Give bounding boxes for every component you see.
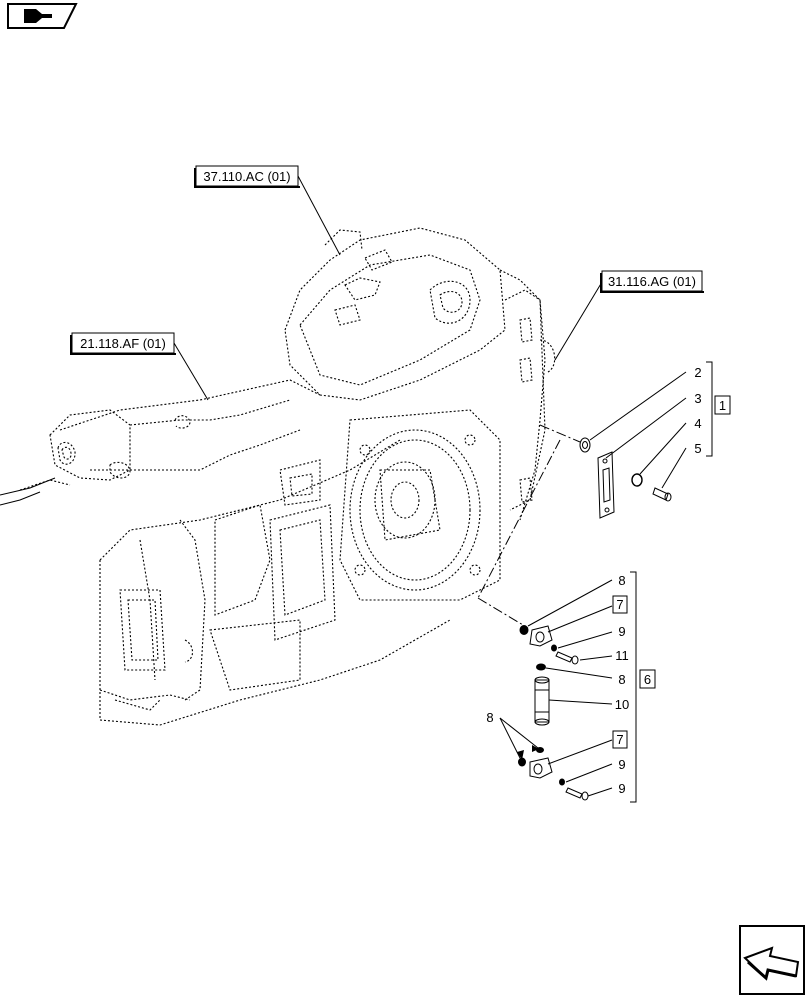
leader-line	[554, 281, 603, 361]
group-box-6[interactable]: 6	[639, 669, 656, 689]
group-bracket-6	[630, 571, 637, 803]
arrowhead	[532, 745, 539, 752]
group-box-7-top-label: 7	[616, 597, 623, 612]
leader-line	[173, 342, 209, 401]
part-7-connector-bottom	[529, 757, 553, 779]
callout-2: 2	[694, 365, 701, 380]
transmission-housing-drawing	[19, 227, 556, 726]
callout-leaders-lower	[499, 579, 613, 797]
part-7-connector-top	[529, 625, 553, 647]
arrowhead	[517, 750, 524, 760]
callout-11: 11	[615, 648, 629, 663]
group-box-7-bottom-label: 7	[616, 732, 623, 747]
ref-label-21-118-af[interactable]: 21.118.AF (01)	[70, 332, 176, 355]
group-bracket-1	[706, 361, 713, 457]
callout-3: 3	[694, 391, 701, 406]
part-8-o-ring-top	[519, 625, 529, 635]
part-11-bolt	[555, 651, 579, 665]
callout-leaders-upper	[589, 371, 687, 489]
book-navigation-icon[interactable]	[7, 3, 78, 29]
ref-label-text: 31.116.AG (01)	[608, 274, 696, 289]
connection-lines	[477, 424, 581, 629]
ref-label-text: 37.110.AC (01)	[203, 169, 290, 184]
group-box-7-bottom[interactable]: 7	[612, 730, 628, 749]
ref-label-text: 21.118.AF (01)	[80, 336, 166, 351]
group-box-7-top[interactable]: 7	[612, 595, 628, 614]
part-2-washer	[579, 437, 591, 453]
part-4-o-ring	[631, 473, 643, 487]
ref-label-31-116-ag[interactable]: 31.116.AG (01)	[600, 270, 704, 293]
part-8-o-ring-mid	[536, 663, 546, 671]
group-box-1[interactable]: 1	[714, 395, 731, 415]
callout-10: 10	[615, 697, 629, 712]
callout-8-mid: 8	[618, 672, 625, 687]
callout-4: 4	[694, 416, 701, 431]
callout-8-top: 8	[618, 573, 625, 588]
callout-9-bottom: 9	[618, 781, 625, 796]
group-box-6-label: 6	[644, 672, 651, 687]
housing-solid-edges	[0, 477, 56, 506]
group-box-1-label: 1	[719, 398, 726, 413]
callout-8-bottom: 8	[486, 710, 493, 725]
ref-label-37-110-ac[interactable]: 37.110.AC (01)	[194, 165, 300, 188]
part-5-screw	[652, 487, 672, 502]
callout-5: 5	[694, 441, 701, 456]
callout-9-mid: 9	[618, 757, 625, 772]
part-9-washer-bottom	[559, 778, 565, 786]
part-8-o-ring-bottom	[518, 757, 526, 767]
next-page-arrow-icon[interactable]	[739, 925, 805, 995]
part-9-washer-top	[551, 644, 557, 652]
callout-9-top: 9	[618, 624, 625, 639]
part-3-bracket	[597, 451, 615, 519]
leader-line	[297, 175, 341, 256]
part-10-pipe	[534, 676, 550, 726]
part-9-bolt-bottom	[565, 787, 589, 801]
